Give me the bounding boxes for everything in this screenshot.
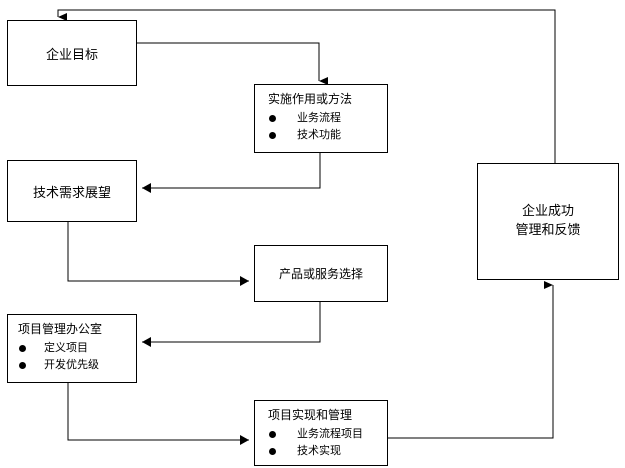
- bullet-dot-icon: [269, 114, 276, 122]
- connector-delivery-to-success: [388, 281, 554, 439]
- node-enterprise-goal[interactable]: 企业目标: [7, 20, 137, 86]
- bullet-dot-icon: [269, 430, 276, 438]
- node-product-service-selection-title: 产品或服务选择: [278, 267, 363, 281]
- node-enterprise-success-title: 企业成功: [521, 203, 574, 219]
- node-project-management-office[interactable]: 项目管理办公室 定义项目 开发优先级: [7, 314, 137, 383]
- bullet-dot-icon: [269, 131, 276, 139]
- list-item-label: 技术实现: [297, 444, 341, 458]
- node-product-service-selection[interactable]: 产品或服务选择: [254, 245, 388, 302]
- node-project-delivery-management-title: 项目实现和管理: [268, 408, 353, 422]
- list-item-label: 业务流程项目: [297, 427, 363, 440]
- list-item: 技术实现: [255, 442, 387, 459]
- bullet-dot-icon: [19, 344, 26, 352]
- connector-goal-to-implementation: [137, 42, 328, 85]
- node-project-management-office-bullets: 定义项目 开发优先级: [8, 339, 136, 373]
- connector-outlook-to-product: [67, 222, 249, 286]
- list-item: 业务流程: [255, 109, 387, 126]
- connector-product-to-pmo: [142, 302, 321, 347]
- list-item-label: 技术功能: [297, 128, 341, 142]
- list-item-label: 业务流程: [297, 111, 341, 124]
- list-item: 定义项目: [8, 339, 136, 356]
- node-enterprise-goal-title: 企业目标: [45, 47, 98, 63]
- list-item-label: 开发优先级: [44, 358, 99, 372]
- node-tech-demand-outlook[interactable]: 技术需求展望: [7, 160, 137, 222]
- node-project-management-office-title: 项目管理办公室: [18, 322, 103, 336]
- node-enterprise-success[interactable]: 企业成功 管理和反馈: [477, 163, 619, 280]
- connector-implementation-to-outlook: [142, 153, 321, 193]
- list-item: 业务流程项目: [255, 425, 387, 442]
- list-item-label: 定义项目: [44, 341, 88, 354]
- bullet-dot-icon: [269, 447, 276, 455]
- list-item: 技术功能: [255, 126, 387, 143]
- node-implementation-method[interactable]: 实施作用或方法 业务流程 技术功能: [254, 84, 388, 153]
- list-item: 开发优先级: [8, 356, 136, 373]
- connector-pmo-to-delivery: [67, 383, 249, 445]
- node-tech-demand-outlook-title: 技术需求展望: [32, 185, 111, 201]
- node-implementation-method-bullets: 业务流程 技术功能: [255, 109, 387, 143]
- node-implementation-method-title: 实施作用或方法: [268, 92, 353, 106]
- node-project-delivery-management-bullets: 业务流程项目 技术实现: [255, 425, 387, 459]
- bullet-dot-icon: [19, 361, 26, 369]
- node-project-delivery-management[interactable]: 项目实现和管理 业务流程项目 技术实现: [254, 400, 388, 466]
- node-enterprise-success-title-line2: 管理和反馈: [515, 222, 581, 238]
